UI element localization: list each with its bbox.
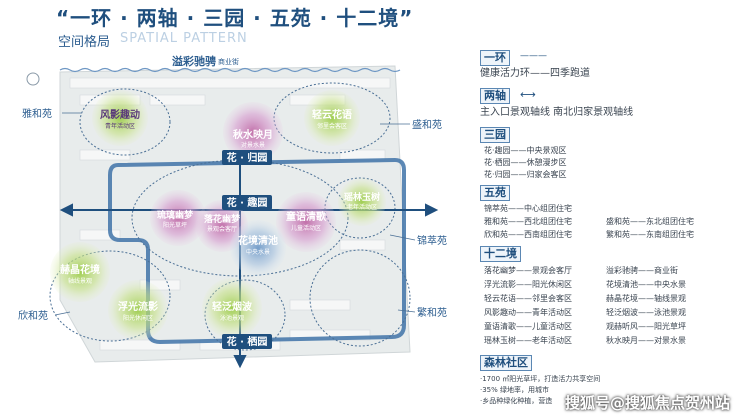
arrow-down-icon xyxy=(233,355,247,369)
garden-badge-qu: 花 · 趣园 xyxy=(227,196,268,209)
spot-label: 轻泛烟波 xyxy=(212,300,253,313)
spot-label: 花境清池 xyxy=(238,234,278,247)
spot-label: 童语清歌 xyxy=(286,210,327,223)
legend-court-item: 繁和苑——东南组团住宅 xyxy=(606,230,694,239)
legend-scenes-title: 十二境 xyxy=(480,246,521,262)
subtitle-en: SPATIAL PATTERN xyxy=(120,31,248,46)
spot-sublabel: 泳池景观 xyxy=(220,314,244,322)
legend-scene-item: 赫晶花境——轴线景观 xyxy=(606,294,686,303)
legend-gardens-title: 三园 xyxy=(480,127,510,143)
legend-court-item: 欣和苑——西南组团住宅 xyxy=(484,230,572,239)
spot-sublabel: 青年活动区 xyxy=(105,122,135,130)
legend-forest-title: 森林社区 xyxy=(480,355,532,371)
legend-forest-line: ·乡品种绿化种植，营造 xyxy=(480,397,553,405)
zone-label-xinhe: 欣和苑 xyxy=(18,309,48,322)
zone-label-jincui: 锦萃苑 xyxy=(417,234,447,247)
spot-sublabel: 阳光草坪 xyxy=(163,221,187,229)
legend-scene-item: 风影趣动——青年活动区 xyxy=(484,308,572,317)
legend-court-item: 雅和苑——西北组团住宅 xyxy=(484,217,572,226)
spot-sublabel: 邻里会客区 xyxy=(317,122,347,130)
legend-scene-item: 落花幽梦——景观会客厅 xyxy=(484,266,572,275)
page-title: “一环 · 两轴 · 三园 · 五苑 · 十二境” xyxy=(56,6,414,30)
spot-sublabel: 轴线景观 xyxy=(68,277,92,285)
legend-axes-text: 主入口景观轴线 南北归家景观轴线 xyxy=(480,107,634,118)
legend-garden-item: 花·栖园——休憩漫步区 xyxy=(484,158,567,167)
legend-scene-item: 轻泛烟波——泳池景观 xyxy=(606,308,686,317)
zone-ellipse-e xyxy=(324,177,396,239)
legend-forest-line: ·35% 绿地率，用城市 xyxy=(480,386,550,394)
north-compass-icon xyxy=(26,72,40,86)
double-arrow-icon: ⟷ xyxy=(520,88,536,101)
legend-court-item: 锦萃苑——中心组团住宅 xyxy=(484,204,572,213)
road-label: 溢彩驰骋 xyxy=(172,54,216,68)
spot-label: 瑶林玉树 xyxy=(344,191,380,203)
spot-label: 轻云花语 xyxy=(312,108,352,121)
zone-label-fanhe: 繁和苑 xyxy=(417,306,447,319)
legend-scene-item: 童语清歌——儿童活动区 xyxy=(484,322,572,331)
spot-sublabel: 阳光休闲区 xyxy=(123,314,153,322)
subtitle-cn: 空间格局 xyxy=(58,35,111,50)
zone-ellipse-sw xyxy=(49,250,171,342)
spot-label: 落花幽梦 xyxy=(204,213,241,225)
legend-garden-item: 花·归园——归家会客区 xyxy=(484,170,567,179)
zone-label-shenghe: 盛和苑 xyxy=(412,118,442,131)
zone-ellipse-nw xyxy=(79,88,171,156)
legend-scene-item: 观赫听风——阳光草坪 xyxy=(606,322,686,331)
spot-label: 风影趣动 xyxy=(100,108,140,121)
spot-circles xyxy=(50,90,386,340)
arrow-right-icon xyxy=(425,203,439,217)
spot-sublabel: 对景水景 xyxy=(241,141,265,149)
spot-sublabel: 儿童活动区 xyxy=(291,224,321,232)
legend-garden-item: 花·趣园——中央景观区 xyxy=(484,146,567,155)
road-sublabel: 商业街 xyxy=(218,57,239,66)
legend-scene-item: 浮光流影——阳光休闲区 xyxy=(484,280,572,289)
garden-badge-gui: 花 · 归园 xyxy=(227,151,268,164)
legend-ring-title: 一环 xyxy=(480,50,510,66)
spot-sublabel: 老年活动区 xyxy=(347,203,377,211)
dash-decoration: ——— xyxy=(520,51,547,61)
zone-ellipse-se xyxy=(309,249,411,347)
legend-forest-line: ·1700 ㎡阳光草坪，打造活力共享空间 xyxy=(480,375,601,383)
legend-scene-item: 花境清池——中央水景 xyxy=(606,280,686,289)
spot-label: 赫晶花境 xyxy=(60,263,100,276)
spot-label: 秋水映月 xyxy=(233,128,273,141)
arrow-left-icon xyxy=(59,203,73,217)
spot-label: 琉璃幽梦 xyxy=(157,209,194,221)
legend-scene-item: 秋水映月——对景水景 xyxy=(606,336,686,345)
watermark: 搜狐号@搜狐焦点贺州站 xyxy=(564,394,730,412)
legend-court-item: 盛和苑——东北组团住宅 xyxy=(606,217,694,226)
zone-label-yahe: 雅和苑 xyxy=(22,107,52,120)
spot-label: 浮光流影 xyxy=(118,300,158,313)
legend-ring-text: 健康活力环——四季跑道 xyxy=(480,68,590,79)
legend-axes-title: 两轴 xyxy=(480,88,510,104)
garden-badge-qi: 花 · 栖园 xyxy=(227,335,268,348)
wave-top xyxy=(59,67,401,73)
spot-sublabel: 中央水景 xyxy=(246,248,270,256)
legend-scene-item: 溢彩驰骋——商业街 xyxy=(606,266,678,275)
legend-courts-title: 五苑 xyxy=(480,185,510,201)
legend-scene-item: 瑶林玉树——老年活动区 xyxy=(484,336,572,345)
spot-sublabel: 景观会客厅 xyxy=(207,225,237,233)
legend-scene-item: 轻云花语——邻里会客区 xyxy=(484,294,572,303)
